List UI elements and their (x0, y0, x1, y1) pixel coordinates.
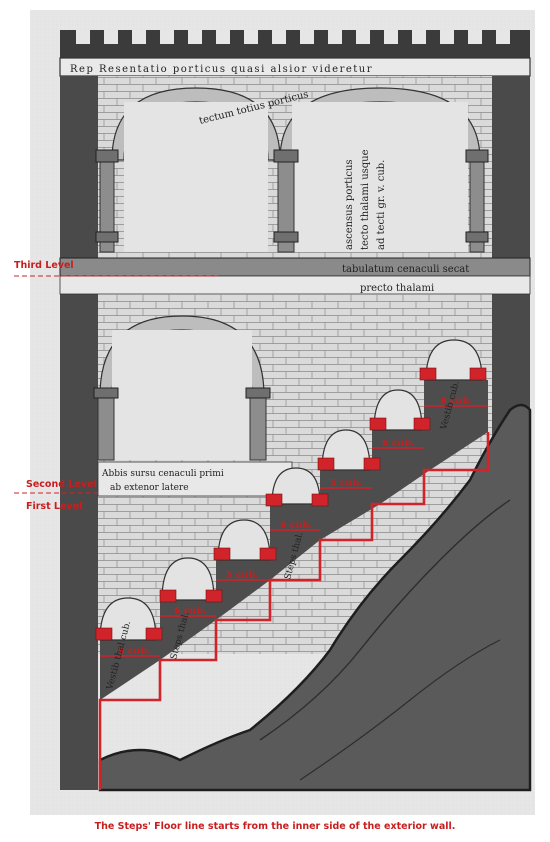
step-label-1: 8 cub. (118, 646, 151, 657)
step-label-2: 6 cub. (174, 606, 207, 617)
banner-text: Rep Resentatio porticus quasi alsior vid… (70, 64, 373, 75)
footer-note: The Steps' Floor line starts from the in… (95, 821, 456, 832)
step-arches (99, 339, 483, 641)
third-level-label: Third Level (14, 260, 74, 271)
vertical-inscription-3: ad tecti gr. v. cub. (376, 160, 387, 250)
battlements (60, 30, 530, 58)
left-wall (60, 76, 98, 790)
step-label-7: 8 cub. (440, 396, 473, 407)
step-label-5: 5 cub. (330, 478, 363, 489)
first-level-label: First Level (26, 501, 82, 512)
upper-arcade (95, 87, 489, 253)
rock-outcrop (98, 403, 532, 792)
lower-caption-1: Abbis sursu cenaculi primi (101, 469, 224, 479)
second-level-label: Second Level (26, 479, 97, 490)
measurement-lines (100, 405, 488, 657)
beam-caption-2: precto thalami (360, 283, 434, 294)
red-capitals (95, 367, 487, 641)
level-markers: Third Level Second Level First Level (14, 260, 218, 512)
vertical-inscription-2: tecto thalami usque (360, 149, 371, 250)
step-labels: 8 cub. 6 cub. 5 cub. 6 cub. 5 cub. 6 cub… (118, 396, 473, 657)
step-label-4: 6 cub. (280, 520, 313, 531)
step-label-3: 5 cub. (226, 570, 259, 581)
step-label-6: 6 cub. (382, 438, 415, 449)
vertical-inscription-1: ascensus porticus (344, 159, 355, 250)
staircase-chambers (100, 380, 488, 700)
beam-caption-1: tabulatum cenaculi secat (342, 264, 469, 275)
second-level-arch (93, 315, 271, 461)
steps-floor-line (98, 432, 490, 760)
lower-caption-2: ab extenor latere (110, 483, 189, 493)
